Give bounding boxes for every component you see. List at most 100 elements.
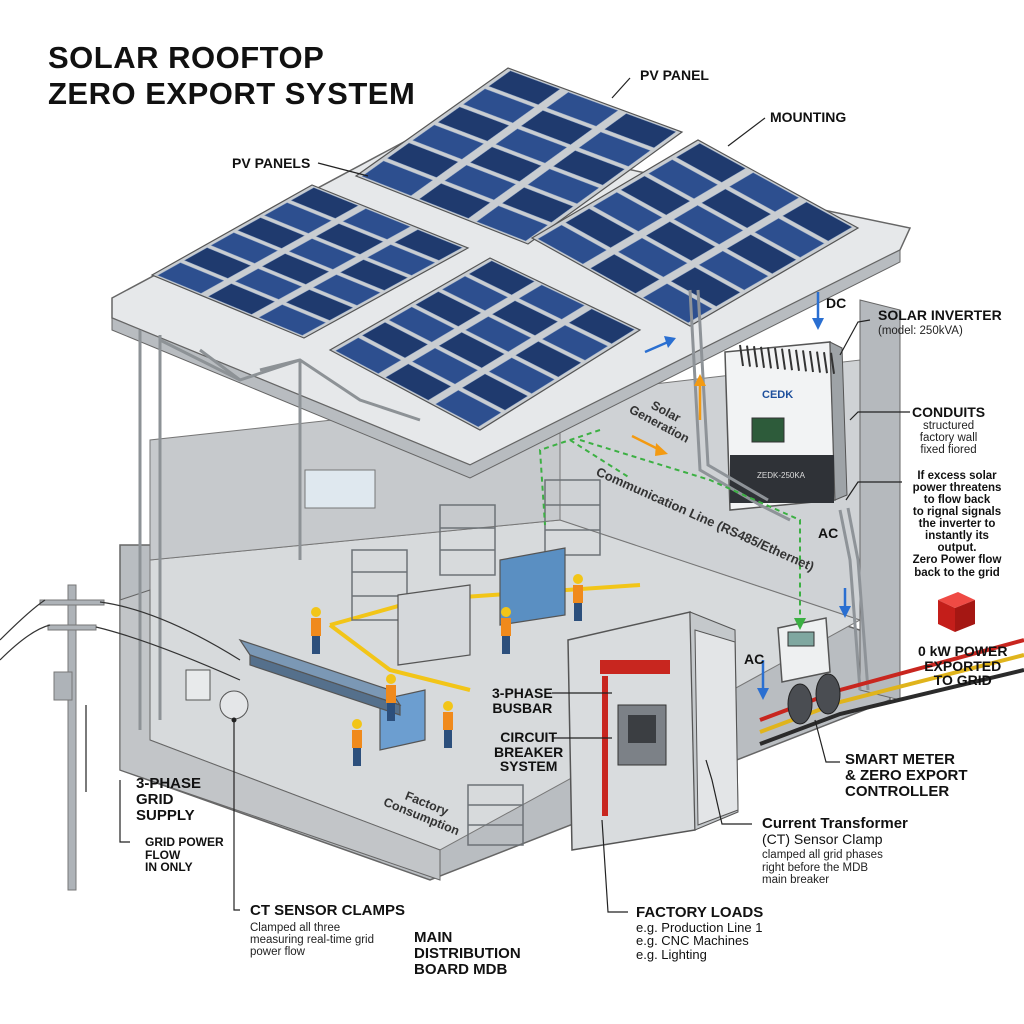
factory-loads-title: FACTORY LOADS <box>636 904 764 921</box>
pv-cell <box>339 259 409 291</box>
ct-clamps-desc-3: power flow <box>250 945 305 958</box>
solar-flow-arrow-orange <box>631 374 706 456</box>
pv-cell <box>698 250 769 291</box>
ac-arrow-lower <box>757 660 769 700</box>
excess-desc-2: power threatens <box>912 482 1002 495</box>
pv-cell <box>207 283 276 315</box>
worker-vest <box>311 618 321 636</box>
conduits-desc-2: factory wall <box>919 431 978 444</box>
pv-cell <box>647 159 719 199</box>
zero-kw-2: EXPORTED <box>924 657 1002 674</box>
worker-legs <box>312 636 320 654</box>
grid-flow-3: IN ONLY <box>145 860 193 875</box>
pv-cell <box>394 229 463 261</box>
pv-cell <box>675 143 747 183</box>
worker-hardhat <box>352 719 362 729</box>
excess-desc-8: Zero Power flow <box>912 554 1002 567</box>
pv-cell <box>234 268 303 300</box>
worker-hardhat <box>311 607 321 617</box>
heatsink-fin <box>781 348 786 370</box>
title-line-2: ZERO EXPORT SYSTEM <box>48 75 416 111</box>
main-distribution-board <box>567 611 739 851</box>
pv-array-front <box>328 257 642 431</box>
pv-panel-array <box>150 67 860 431</box>
pv-array-left <box>150 184 470 339</box>
pv-cell <box>418 183 491 219</box>
label-mdb: MAIN DISTRIBUTION BOARD MDB <box>414 930 521 977</box>
label-factory-loads: FACTORY LOADS e.g. Production Line 1 e.g… <box>636 905 763 962</box>
ct-title-1: Current Transformer <box>762 815 908 832</box>
grid-supply-3: SUPPLY <box>136 806 195 824</box>
dc-arrow <box>812 292 824 330</box>
conduits-title: CONDUITS <box>912 404 986 420</box>
worker-legs <box>387 703 395 721</box>
pv-cell <box>361 160 434 196</box>
cnc-machines <box>379 547 566 751</box>
mdb-1: MAIN <box>414 929 453 946</box>
window <box>304 469 376 509</box>
busbar-2: BUSBAR <box>492 699 553 716</box>
label-busbar: 3-PHASE BUSBAR <box>492 686 553 715</box>
pv-cell <box>438 332 506 369</box>
label-pv-panel: PV PANEL <box>640 67 709 83</box>
pv-cell <box>518 284 586 320</box>
pv-cell <box>603 113 677 149</box>
pv-cell <box>366 244 436 276</box>
pv-cell <box>726 234 797 274</box>
right-outer-wall <box>859 299 901 701</box>
pv-cell <box>546 91 619 127</box>
workers <box>311 574 583 766</box>
grid-flow-1: GRID POWER <box>145 835 224 849</box>
pv-cell <box>312 274 381 306</box>
worker-vest <box>352 730 362 748</box>
heatsink-fin <box>816 351 821 373</box>
ct-desc-3: main breaker <box>762 873 830 886</box>
pv-cell <box>315 223 384 255</box>
pv-cell <box>386 142 459 178</box>
pv-cell <box>527 168 600 204</box>
excess-desc-3: to flow back <box>923 494 991 507</box>
pv-cell <box>568 308 636 344</box>
pv-cell <box>501 187 574 223</box>
conveyor-line <box>238 638 402 716</box>
heatsink-fin <box>795 349 800 371</box>
heatsink-fin <box>753 346 758 368</box>
label-current-transformer: Current Transformer (CT) Sensor Clamp cl… <box>762 816 908 886</box>
worker-hardhat <box>501 607 511 617</box>
pv-cell <box>461 373 529 411</box>
mdb-2: DISTRIBUTION <box>414 944 521 962</box>
pv-cell <box>782 201 853 242</box>
pv-cell <box>441 275 509 311</box>
pv-cell <box>468 260 536 296</box>
worker <box>311 607 321 654</box>
label-dc: DC <box>826 295 847 311</box>
leader-dot-ct <box>231 717 237 723</box>
pv-cell <box>290 187 359 219</box>
smart-meter-2: & ZERO EXPORT <box>845 766 968 784</box>
pv-cell <box>476 205 549 242</box>
pv-cell <box>541 324 609 361</box>
pv-array-right <box>530 139 860 327</box>
factory-loads-3: e.g. Lighting <box>636 947 707 963</box>
worker <box>573 574 583 621</box>
zero-kw-3: TO GRID <box>933 672 992 689</box>
smart-meter-1: SMART METER <box>845 751 955 768</box>
pv-cell <box>701 188 772 229</box>
worker-vest <box>443 712 453 730</box>
grid-supply-1: 3-PHASE <box>136 775 202 792</box>
ct-clamps-title: CT SENSOR CLAMPS <box>250 902 406 919</box>
pv-cell <box>592 192 663 232</box>
label-excess-power: If excess solar power threatens to flow … <box>902 470 1012 579</box>
pv-cell <box>520 110 593 145</box>
pv-cell <box>617 237 688 278</box>
pv-cell <box>411 347 479 385</box>
pv-cell <box>261 253 330 285</box>
breaker-3: SYSTEM <box>499 758 558 775</box>
pv-array-top <box>354 67 684 245</box>
solar-inverter <box>724 341 848 511</box>
busbar-1: 3-PHASE <box>492 685 553 701</box>
heatsink-fin <box>746 345 751 367</box>
label-grid-supply: 3-PHASE GRID SUPPLY <box>136 776 201 823</box>
pv-cell <box>210 232 279 264</box>
pv-cell <box>462 88 536 124</box>
